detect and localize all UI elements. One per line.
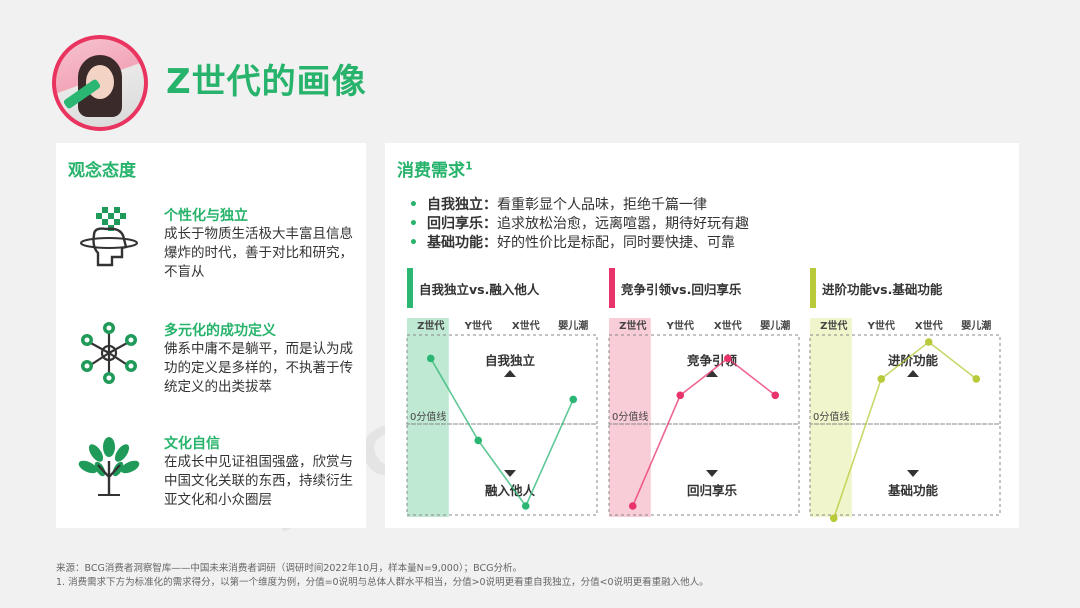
chart-title: 进阶功能vs.基础功能 <box>822 281 943 297</box>
category-label: Z世代 <box>820 319 847 332</box>
upper-region <box>608 334 800 425</box>
top-label: 自我独立 <box>485 353 536 368</box>
top-label: 进阶功能 <box>888 353 939 368</box>
attitude-title: 文化自信 <box>164 436 220 452</box>
highlight-column <box>407 318 449 517</box>
upper-region <box>809 334 1001 425</box>
network-nodes-icon <box>81 322 137 384</box>
attitude-heading: 观念态度 <box>68 161 136 181</box>
attitude-desc: 成长于物质生活极大丰富且信息爆炸的时代，善于对比和研究，不盲从 <box>164 226 353 280</box>
chart-header-bar <box>810 268 816 308</box>
lower-region <box>406 423 598 516</box>
category-label: X世代 <box>512 319 540 332</box>
series-line <box>832 340 977 519</box>
up-arrow <box>907 370 919 377</box>
down-arrow <box>907 470 919 477</box>
data-point <box>877 375 886 383</box>
chart-header: 进阶功能vs.基础功能 <box>810 268 942 308</box>
data-point <box>569 395 578 404</box>
category-label: 婴儿潮 <box>961 319 991 332</box>
attitude-desc: 佛系中庸不是躺平，而是认为成功的定义是多样的，不执著于传统定义的出类拔萃 <box>164 341 353 395</box>
bottom-label: 回归享乐 <box>687 483 738 498</box>
data-point <box>972 375 981 383</box>
category-label: 婴儿潮 <box>760 319 790 332</box>
chart-title: 竞争引领vs.回归享乐 <box>621 281 742 297</box>
data-point <box>426 354 435 363</box>
highlight-column <box>609 318 651 517</box>
tree-icon <box>78 437 140 496</box>
category-label: Z世代 <box>417 319 444 332</box>
chart-header: 自我独立vs.融入他人 <box>407 268 539 308</box>
attitude-title: 个性化与独立 <box>164 208 248 224</box>
need-item: 回归享乐：追求放松治愈，远离喧嚣，期待好玩有趣 <box>407 215 749 234</box>
lower-region <box>608 423 800 516</box>
zero-line-label: 0分值线 <box>612 410 648 423</box>
category-label: Y世代 <box>666 319 694 332</box>
chart-header: 竞争引领vs.回归享乐 <box>609 268 741 308</box>
category-label: 婴儿潮 <box>558 319 588 332</box>
category-label: Y世代 <box>867 319 895 332</box>
data-point <box>829 514 838 523</box>
bottom-label: 基础功能 <box>887 483 939 498</box>
need-item: 基础功能：好的性价比是标配，同时要快捷、可靠 <box>407 234 749 253</box>
up-arrow <box>706 370 718 377</box>
down-arrow <box>504 470 516 477</box>
attitude-desc: 在成长中见证祖国强盛，欣赏与中国文化关联的东西，持续衍生亚文化和小众圈层 <box>164 454 353 508</box>
consumption-heading: 消费需求1 <box>397 159 473 181</box>
consumption-panel: 消费需求1 自我独立：看重彰显个人品味，拒绝千篇一律 回归享乐：追求放松治愈，远… <box>385 143 1019 528</box>
bottom-label: 融入他人 <box>485 483 536 498</box>
data-point <box>676 391 685 400</box>
need-item: 自我独立：看重彰显个人品味，拒绝千篇一律 <box>407 196 749 215</box>
attitude-title: 多元化的成功定义 <box>164 323 276 339</box>
chart-title: 自我独立vs.融入他人 <box>419 281 540 297</box>
data-point <box>723 354 732 363</box>
data-point <box>628 502 637 510</box>
series-line <box>632 357 776 507</box>
attitude-panel: 观念态度 个性化与独立 成长于物质生活极大丰富且信息爆炸的时代，善于对比和研究，… <box>56 143 366 528</box>
category-label: Y世代 <box>464 319 492 332</box>
category-label: X世代 <box>714 319 742 332</box>
chart-header-bar <box>407 268 413 308</box>
footnote-note: 1. 消费需求下方为标准化的需求得分，以第一个维度为例，分值=0说明与总体人群水… <box>56 577 709 588</box>
up-arrow <box>504 370 516 377</box>
category-label: Z世代 <box>619 319 646 332</box>
avatar <box>52 35 148 131</box>
data-point <box>771 391 780 400</box>
zero-line-label: 0分值线 <box>813 410 849 423</box>
category-label: X世代 <box>915 319 943 332</box>
upper-region <box>406 334 598 425</box>
data-point <box>521 502 530 510</box>
down-arrow <box>706 470 718 477</box>
head-pixel-icon <box>80 207 138 267</box>
chart-header-bar <box>609 268 615 308</box>
data-point <box>924 338 933 346</box>
data-point <box>474 436 483 445</box>
zero-line-label: 0分值线 <box>410 410 446 423</box>
needs-list: 自我独立：看重彰显个人品味，拒绝千篇一律 回归享乐：追求放松治愈，远离喧嚣，期待… <box>407 196 749 253</box>
series-line <box>430 357 574 508</box>
page-title: Z世代的画像 <box>166 62 367 102</box>
footnote-source: 来源：BCG消费者洞察智库——中国未来消费者调研（调研时间2022年10月，样本… <box>56 563 522 574</box>
lower-region <box>809 423 1001 516</box>
